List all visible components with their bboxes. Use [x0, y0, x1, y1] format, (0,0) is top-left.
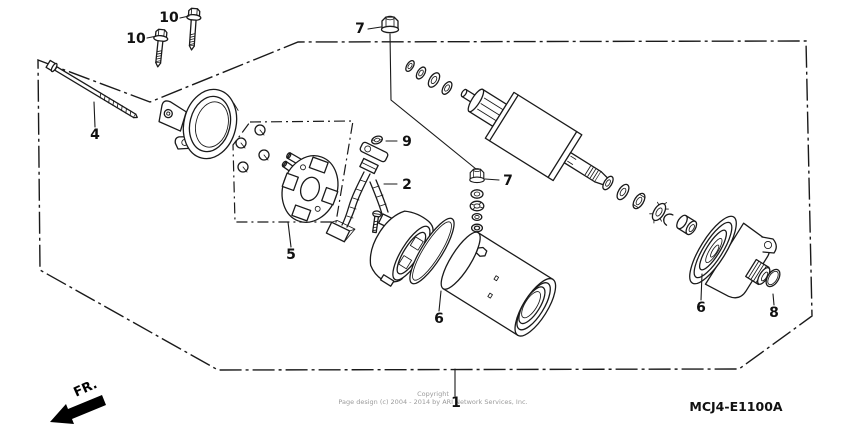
washer-9 — [371, 135, 383, 145]
thrust-washers — [405, 59, 453, 95]
brush-springs — [235, 124, 270, 173]
part-label-1[interactable]: 1 — [451, 395, 461, 411]
watermark: Copyright Page design (c) 2004 - 2014 by… — [338, 390, 527, 406]
fr-label: FR. — [72, 377, 100, 400]
o-ring-front — [409, 217, 455, 285]
lock-washer-rear — [649, 201, 669, 224]
lock-nut-upper — [380, 15, 400, 34]
roller-bushing — [676, 214, 698, 236]
part-label-10-left[interactable]: 10 — [126, 31, 146, 47]
part-label-4[interactable]: 4 — [90, 127, 100, 143]
end-cover-ear — [761, 236, 777, 254]
part-label-9[interactable]: 9 — [402, 134, 412, 150]
through-bolt-4 — [45, 59, 138, 119]
diagram-code: MCJ4-E1100A — [689, 399, 782, 414]
flange-bolt-right — [186, 7, 202, 51]
brush-holder-plate — [281, 152, 339, 223]
mounting-bracket — [158, 88, 239, 160]
part-number-callouts: 10 10 7 4 9 2 5 7 6 6 8 1 — [90, 10, 779, 411]
watermark-line1: Copyright — [417, 390, 449, 398]
part-label-6-rear[interactable]: 6 — [696, 300, 706, 316]
part-label-8[interactable]: 8 — [769, 305, 779, 321]
watermark-line2: Page design (c) 2004 - 2014 by ARI Netwo… — [338, 398, 527, 406]
part-label-6-front[interactable]: 6 — [434, 311, 444, 327]
part-label-7-lower[interactable]: 7 — [503, 173, 513, 189]
rear-washers — [602, 175, 646, 210]
retainer-clip — [663, 213, 674, 226]
terminal-screw — [371, 210, 382, 234]
part-label-2[interactable]: 2 — [402, 177, 412, 193]
fr-arrow-shape — [50, 395, 106, 424]
leader-lines — [93, 15, 775, 312]
part-label-5[interactable]: 5 — [286, 247, 296, 263]
yoke-body — [440, 231, 557, 337]
diagram-frame-border — [37, 40, 813, 371]
lock-nut-lower — [469, 168, 485, 184]
flange-bolt-left — [153, 28, 169, 68]
part-label-7-upper[interactable]: 7 — [355, 21, 365, 37]
terminal-washer-stack — [469, 189, 485, 233]
armature — [460, 88, 611, 187]
leader-line — [389, 33, 477, 170]
fr-direction-arrow: FR. — [50, 377, 106, 424]
o-ring-rear — [765, 268, 781, 288]
part-label-10-right[interactable]: 10 — [159, 10, 179, 26]
